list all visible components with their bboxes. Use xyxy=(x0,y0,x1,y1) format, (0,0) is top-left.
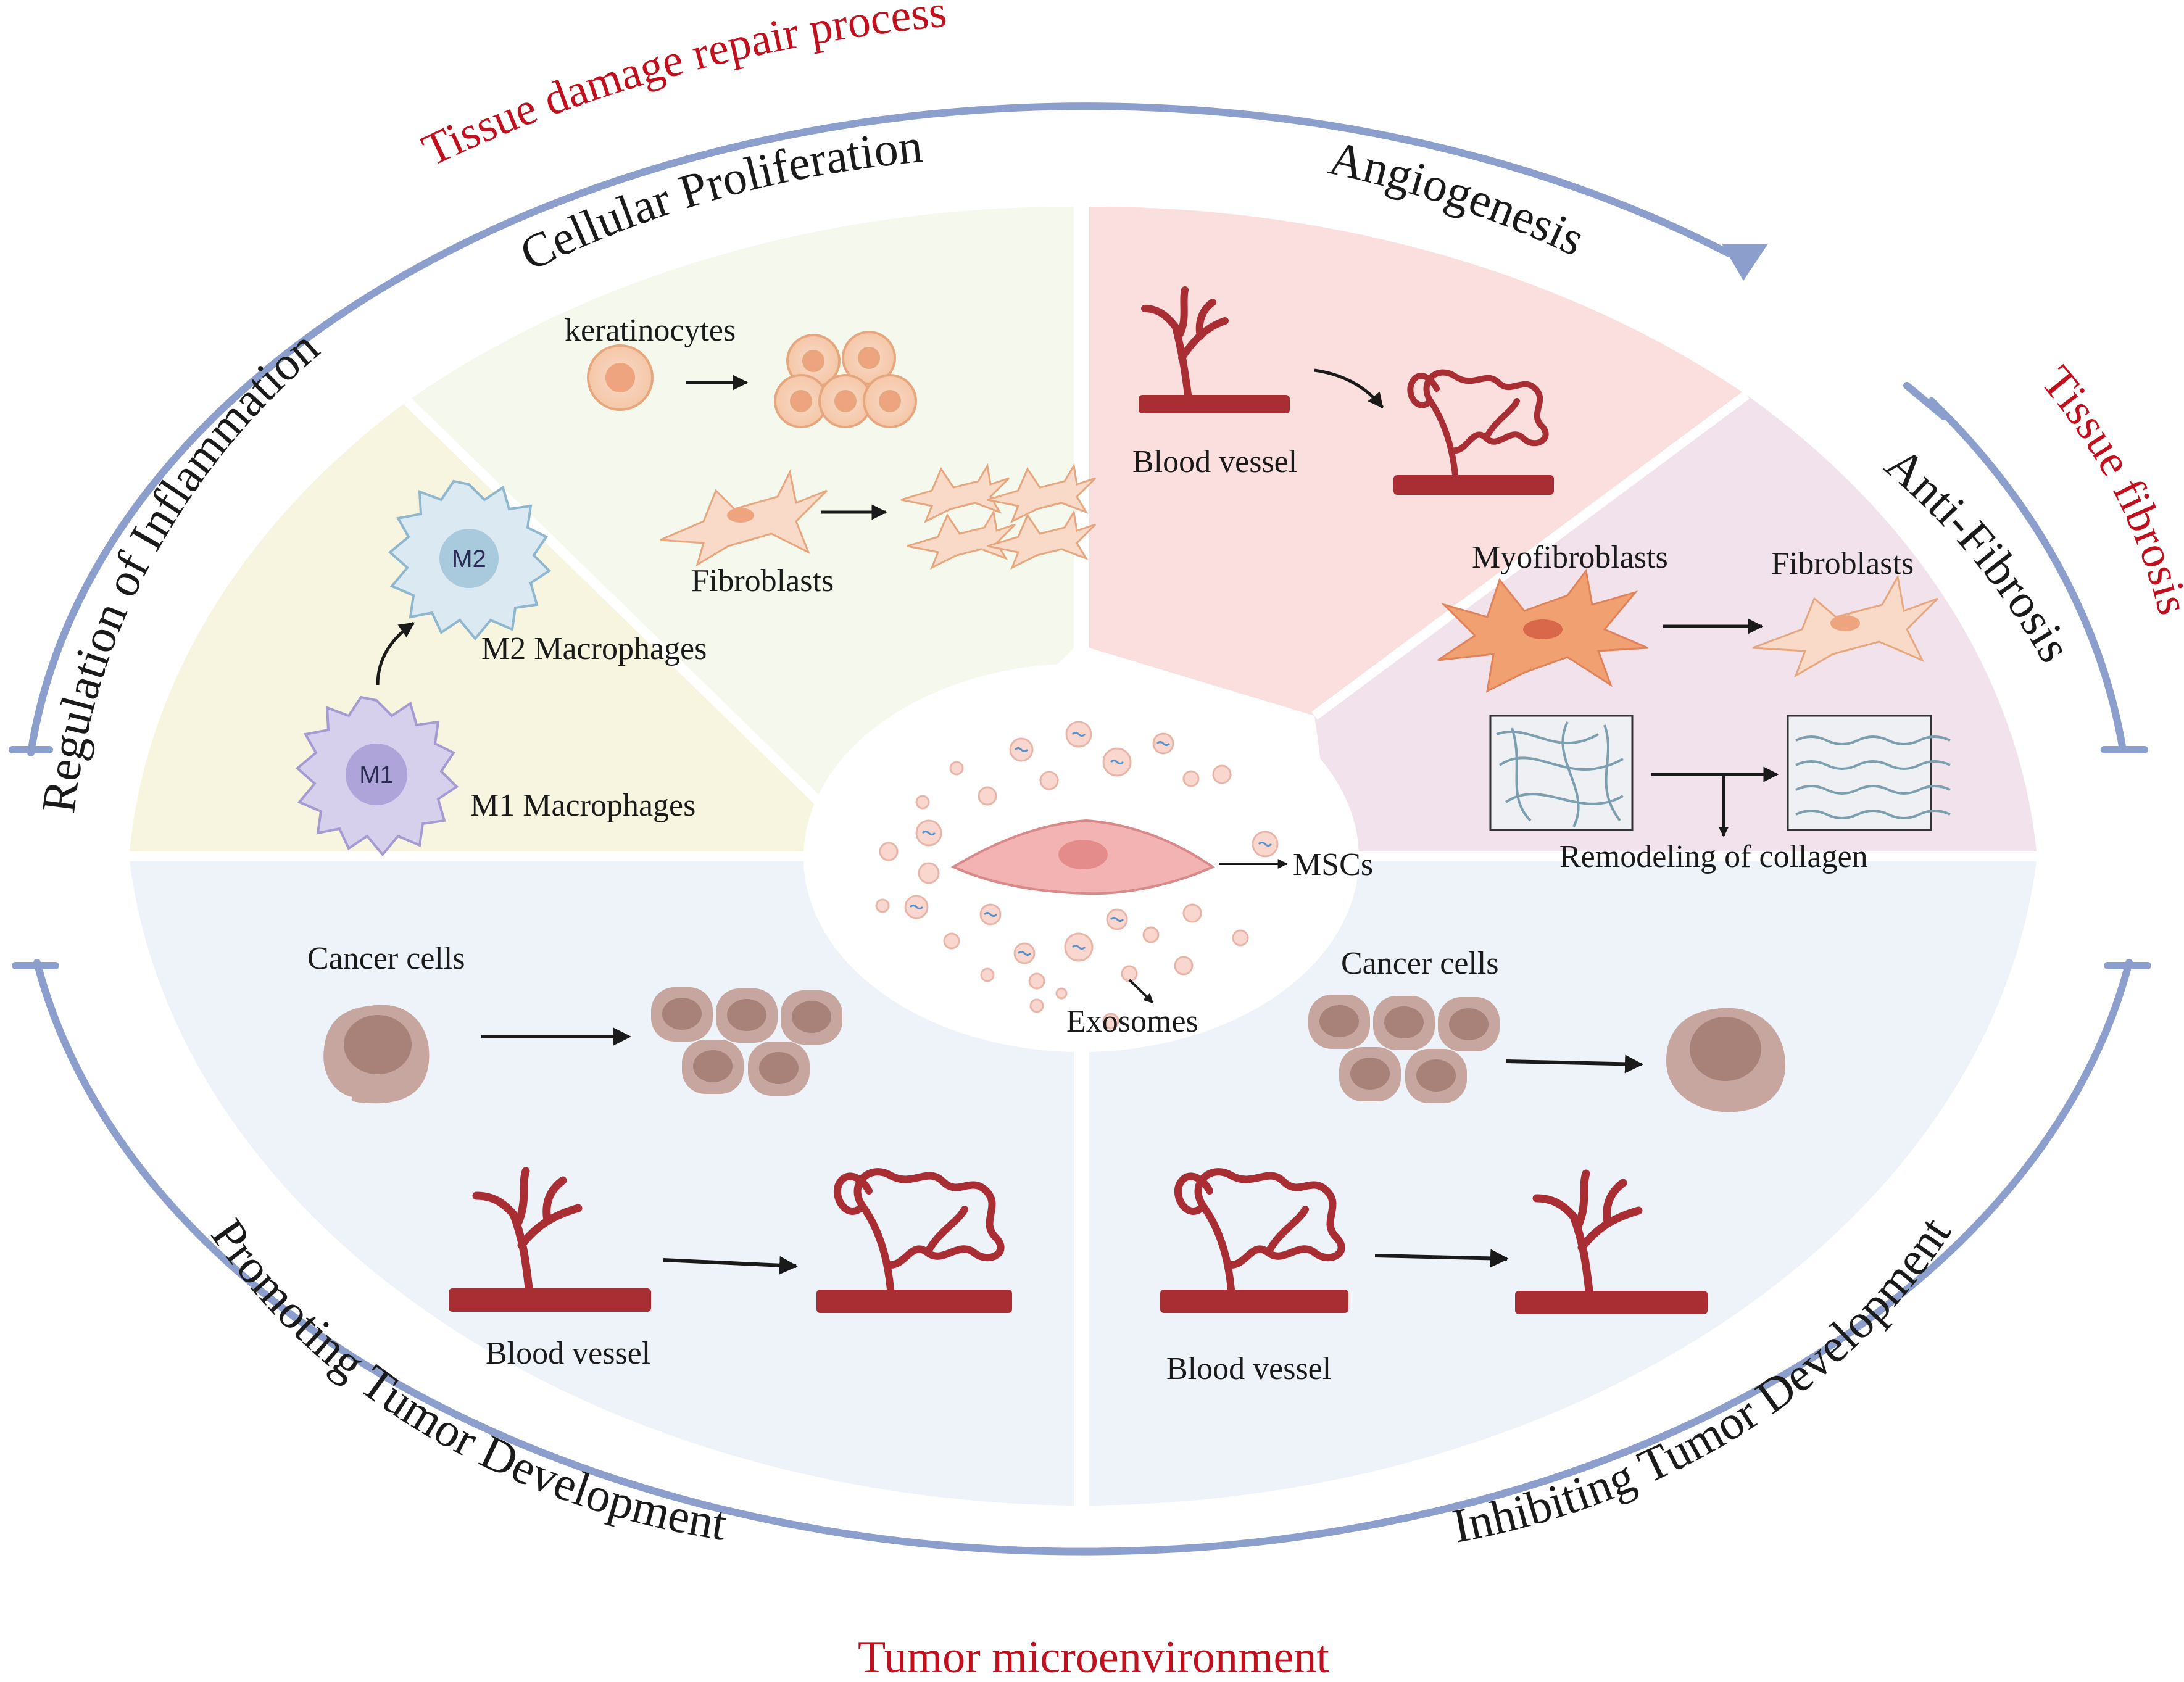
vessel-inhibiting-arrow xyxy=(1374,1249,1509,1268)
repair-arc-arrowhead xyxy=(1722,244,1768,281)
label-fibroblasts-proliferation: Fibroblasts xyxy=(691,563,834,599)
label-tumor-microenvironment: Tumor microenvironment xyxy=(858,1632,1329,1682)
m2-macrophage-icon: M2 xyxy=(388,479,552,641)
blood-vessel-simple-promoting-icon xyxy=(449,1167,651,1312)
msc-cell-icon xyxy=(950,819,1216,895)
label-exosomes: Exosomes xyxy=(1066,1004,1198,1039)
vessel-promoting-arrow xyxy=(663,1256,798,1275)
blood-vessel-simple-icon xyxy=(1139,286,1290,413)
keratinocyte-icon xyxy=(587,344,654,411)
cancer-cell-cluster-inhibiting-icon xyxy=(1308,995,1500,1103)
label-blood-vessel-angiogenesis: Blood vessel xyxy=(1132,444,1297,479)
exosome-arrow xyxy=(1128,979,1154,1004)
collagen-ordered-icon xyxy=(1787,715,1951,831)
cancer-cell-single-icon xyxy=(323,1005,430,1104)
m1-to-m2-arrow xyxy=(376,621,415,686)
fibroblast-cluster-icon xyxy=(900,463,1097,570)
cancer-cell-cluster-icon xyxy=(651,987,842,1096)
blood-vessel-simple-inhibiting-icon xyxy=(1515,1169,1708,1314)
label-blood-vessel-promoting: Blood vessel xyxy=(486,1336,650,1371)
blood-vessel-sprouting-inhibiting-icon xyxy=(1160,1168,1348,1313)
label-cancer-cells-inhibiting: Cancer cells xyxy=(1341,946,1499,981)
blood-vessel-sprouting-icon xyxy=(1393,369,1554,495)
inflammation-content: M2 M1 M2 Macrophages M1 Macrophages xyxy=(295,479,707,857)
sector-angiogenesis-bg xyxy=(1089,206,1746,716)
label-mscs: MSCs xyxy=(1293,847,1373,882)
center-msc-panel: MSCs Exosomes xyxy=(803,663,1373,1052)
angiogenesis-content: Blood vessel xyxy=(1132,286,1554,495)
svg-text:M1: M1 xyxy=(359,761,394,789)
fibrosis-arc xyxy=(1928,397,2127,753)
label-m1-macrophages: M1 Macrophages xyxy=(470,788,695,823)
label-keratinocytes: keratinocytes xyxy=(565,313,736,348)
repair-arc xyxy=(27,102,1732,756)
fibroblast-icon xyxy=(660,469,828,567)
label-blood-vessel-inhibiting: Blood vessel xyxy=(1166,1351,1331,1386)
outer-ring xyxy=(9,102,2151,1556)
anti-fibrosis-content: Myofibroblasts Fibroblasts Remodeling of… xyxy=(1437,540,1951,874)
label-cancer-cells-promoting: Cancer cells xyxy=(307,941,465,976)
label-fibroblasts-antifibrosis: Fibroblasts xyxy=(1771,546,1914,581)
myofibroblast-icon xyxy=(1437,568,1648,693)
collagen-disordered-icon xyxy=(1489,715,1634,831)
label-remodeling-collagen: Remodeling of collagen xyxy=(1559,839,1868,874)
keratinocyte-cluster-icon xyxy=(774,331,917,428)
label-tissue-fibrosis: Tissue fibrosis xyxy=(2032,357,2184,619)
cancer-inhibition-arrow xyxy=(1505,1054,1643,1074)
blood-vessel-sprouting-promoting-icon xyxy=(816,1168,1012,1313)
label-myofibroblasts: Myofibroblasts xyxy=(1472,540,1668,575)
exosome-cargo xyxy=(909,732,1273,956)
label-m2-macrophages: M2 Macrophages xyxy=(481,631,707,666)
promoting-tumor-content: Cancer cells Blood vessel xyxy=(307,941,1012,1371)
svg-text:M2: M2 xyxy=(452,545,486,573)
m1-macrophage-icon: M1 xyxy=(295,695,459,857)
cancer-cell-single-inhibiting-icon xyxy=(1666,1008,1786,1112)
proliferation-content: keratinocytes Fibroblasts xyxy=(565,313,1097,599)
inhibiting-tumor-content: Cancer cells Blood vessel xyxy=(1160,946,1786,1386)
tumor-arc xyxy=(33,959,2133,1556)
angiogenesis-arrow xyxy=(1314,368,1384,408)
fibroblast-antifibrosis-icon xyxy=(1752,574,1939,678)
